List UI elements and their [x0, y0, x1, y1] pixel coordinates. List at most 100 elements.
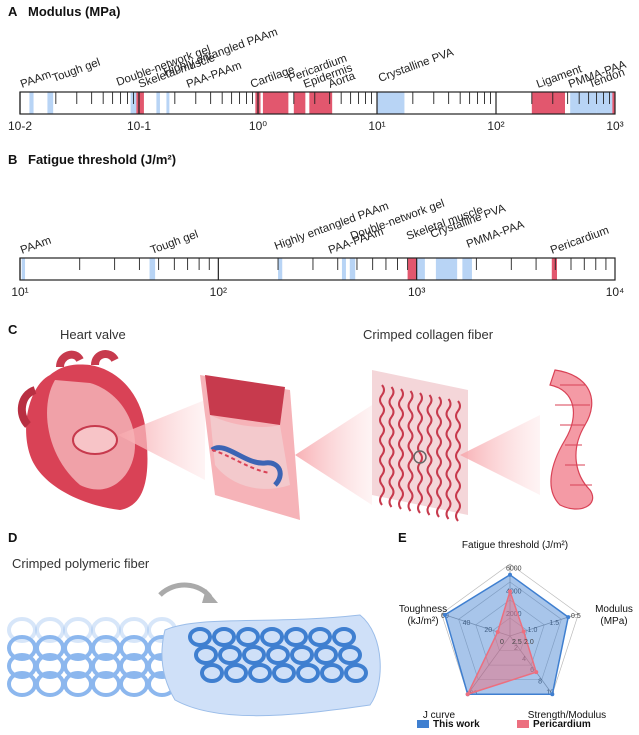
panel-c-letter: C — [8, 322, 18, 337]
tick-label: 10¹ — [11, 285, 28, 299]
fiber-loop — [242, 645, 266, 665]
fiber-loop — [236, 627, 260, 647]
fiber-loop — [212, 627, 236, 647]
polymeric-fiber-illustration — [7, 582, 381, 717]
panel-b-title: Fatigue threshold (J/m²) — [28, 152, 177, 167]
radar-point — [442, 612, 447, 617]
collagen-strand — [379, 384, 385, 506]
tick-label: 10⁰ — [249, 119, 267, 133]
fiber-loop — [194, 645, 218, 665]
tick-label: 10-1 — [127, 119, 151, 133]
radar-axis-label: Toughness — [399, 604, 447, 615]
material-band — [293, 92, 306, 114]
collagen-strand — [388, 386, 395, 508]
material-band — [262, 92, 289, 114]
legend-label: Pericardium — [533, 719, 591, 730]
fiber-loop — [284, 627, 308, 647]
material-band — [136, 92, 144, 114]
tick-label: 10² — [487, 119, 504, 133]
material-band — [341, 258, 346, 280]
material-band — [570, 92, 597, 114]
radar-chart: 2000400060001.01.50.5246810Yes20406002.5… — [399, 540, 633, 730]
fiber-loop — [35, 617, 65, 643]
radar-axis-label: J curve — [423, 710, 456, 721]
radar-tick-label: 8 — [538, 678, 542, 685]
material-band — [309, 92, 333, 114]
radar-point — [521, 629, 526, 634]
material-label: Tough gel — [149, 228, 200, 256]
material-label: Crystalline PVA — [377, 46, 456, 84]
collagen-strand — [445, 398, 452, 520]
material-band — [377, 92, 405, 114]
collagen-strand — [398, 388, 404, 510]
radar-point — [508, 572, 512, 577]
radar-axis-label: Strength/Modulus — [528, 710, 606, 721]
tick-label: 10³ — [408, 285, 425, 299]
fiber-loop — [63, 617, 93, 643]
material-band — [166, 92, 170, 114]
radar-axis-label: Modulus — [595, 604, 633, 615]
legend-swatch — [417, 720, 429, 728]
radar-tick-label: 10 — [546, 689, 554, 696]
collagen-strand — [426, 394, 433, 516]
legend-swatch — [517, 720, 529, 728]
material-band — [349, 258, 356, 280]
radar-tick-label: 6000 — [506, 566, 522, 573]
fiber-loop — [224, 663, 248, 683]
fiber-loop — [248, 663, 272, 683]
tick-label: 10² — [210, 285, 227, 299]
panel-d-letter: D — [8, 530, 18, 545]
radar-tick-label: 4000 — [506, 588, 522, 595]
fiber-loop — [200, 663, 224, 683]
radar-axis-label: (MPa) — [600, 616, 627, 627]
material-band — [435, 258, 458, 280]
crimped-fiber-drawing — [549, 369, 594, 510]
radar-point — [534, 670, 539, 675]
fiber-loop — [320, 663, 344, 683]
radar-point — [550, 692, 555, 697]
radar-point — [495, 629, 500, 634]
radar-point — [465, 692, 470, 697]
material-band — [551, 258, 558, 280]
fiber-loop — [308, 627, 332, 647]
material-label: PAAm — [19, 69, 53, 91]
radar-axis-label: (kJ/m²) — [407, 616, 438, 627]
panel-a-title: Modulus (MPa) — [28, 4, 121, 19]
tick-label: 10¹ — [368, 119, 385, 133]
fiber-loop — [314, 645, 338, 665]
material-band — [596, 92, 613, 114]
crimped-collagen-label: Crimped collagen fiber — [363, 327, 494, 342]
fiber-loop — [7, 617, 37, 643]
radar-tick-label: 1.0 — [528, 627, 538, 634]
radar-center-label: 2.0 — [524, 639, 534, 646]
heart-valve-label: Heart valve — [60, 327, 126, 342]
heart-drawing — [17, 350, 148, 510]
material-label: Tough gel — [51, 56, 102, 84]
material-band — [531, 92, 565, 114]
scale-bar — [19, 257, 616, 281]
collagen-strand — [407, 390, 414, 512]
fiber-loop — [91, 617, 121, 643]
radar-tick-label: 1.5 — [549, 620, 559, 627]
collagen-strand — [417, 392, 423, 514]
fiber-loop — [266, 645, 290, 665]
material-band — [149, 258, 156, 280]
fiber-loop — [296, 663, 320, 683]
legend-label: This work — [433, 719, 480, 730]
collagen-fiber-sheet — [372, 370, 468, 522]
fiber-loop — [272, 663, 296, 683]
material-label: Pericardium — [549, 225, 611, 257]
tick-label: 10⁴ — [606, 285, 625, 299]
material-band — [47, 92, 54, 114]
material-band — [278, 258, 283, 280]
radar-axis-label: Fatigue threshold (J/m²) — [462, 540, 568, 551]
fiber-loop — [119, 617, 149, 643]
radar-point — [508, 589, 512, 594]
radar-series-pericardium — [466, 588, 538, 696]
material-band — [612, 92, 615, 114]
radar-center-label: 0 — [500, 639, 504, 646]
heart-valve-illustration — [17, 350, 594, 522]
crimped-polymeric-label: Crimped polymeric fiber — [12, 556, 150, 571]
panel-b-letter: B — [8, 152, 18, 167]
